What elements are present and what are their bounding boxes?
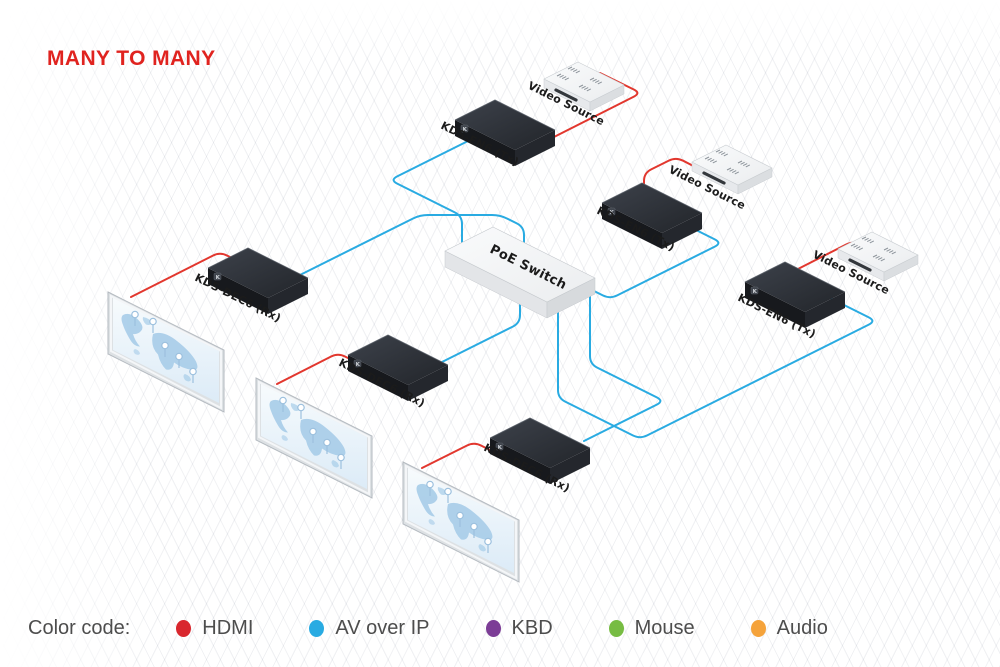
legend-title: Color code: <box>28 616 131 639</box>
display-3 <box>402 461 520 583</box>
legend-item-label: AV over IP <box>335 616 430 639</box>
legend-item-hdmi: HDMI <box>176 617 253 640</box>
wire-avip-encoder1-switch <box>392 139 471 243</box>
legend-item-audio: Audio <box>750 616 828 640</box>
wire-hdmi-source2-encoder2 <box>643 157 704 191</box>
legend-item-mouse: Mouse <box>608 616 695 640</box>
page-title: MANY TO MANY <box>47 47 216 70</box>
av-over-ip-wires <box>299 139 874 442</box>
wire-hdmi-display2-decoder2 <box>276 353 387 385</box>
wire-avip-decoder2-switch <box>439 299 521 364</box>
wire-hdmi-display3-decoder3 <box>421 442 525 469</box>
legend-item-label: Audio <box>776 616 828 639</box>
kbd-color-dot <box>485 619 501 637</box>
legend-item-label: KBD <box>511 616 553 639</box>
wire-hdmi-display1-decoder1 <box>130 252 263 298</box>
mouse-color-dot <box>608 619 624 637</box>
av-over-ip-color-dot <box>309 619 325 637</box>
legend-item-label: Mouse <box>634 616 695 639</box>
wire-avip-encoder3-switch <box>557 297 874 439</box>
wire-avip-decoder1-switch <box>299 214 525 276</box>
wire-hdmi-source1-encoder1 <box>551 72 639 139</box>
poe-switch-device <box>444 226 596 319</box>
wire-avip-encoder2-switch <box>593 225 720 299</box>
wire-avip-decoder3-switch <box>583 291 662 442</box>
legend-item-kbd: KBD <box>485 616 553 640</box>
display-2 <box>255 377 373 499</box>
legend-item-av-over-ip: AV over IP <box>309 616 430 640</box>
legend-item-label: HDMI <box>202 616 254 639</box>
hdmi-color-dot <box>176 619 192 637</box>
color-code-legend: Color code: HDMI AV over IP KBD Mouse Au… <box>0 606 1000 650</box>
display-1 <box>107 291 225 413</box>
audio-color-dot <box>750 619 766 637</box>
